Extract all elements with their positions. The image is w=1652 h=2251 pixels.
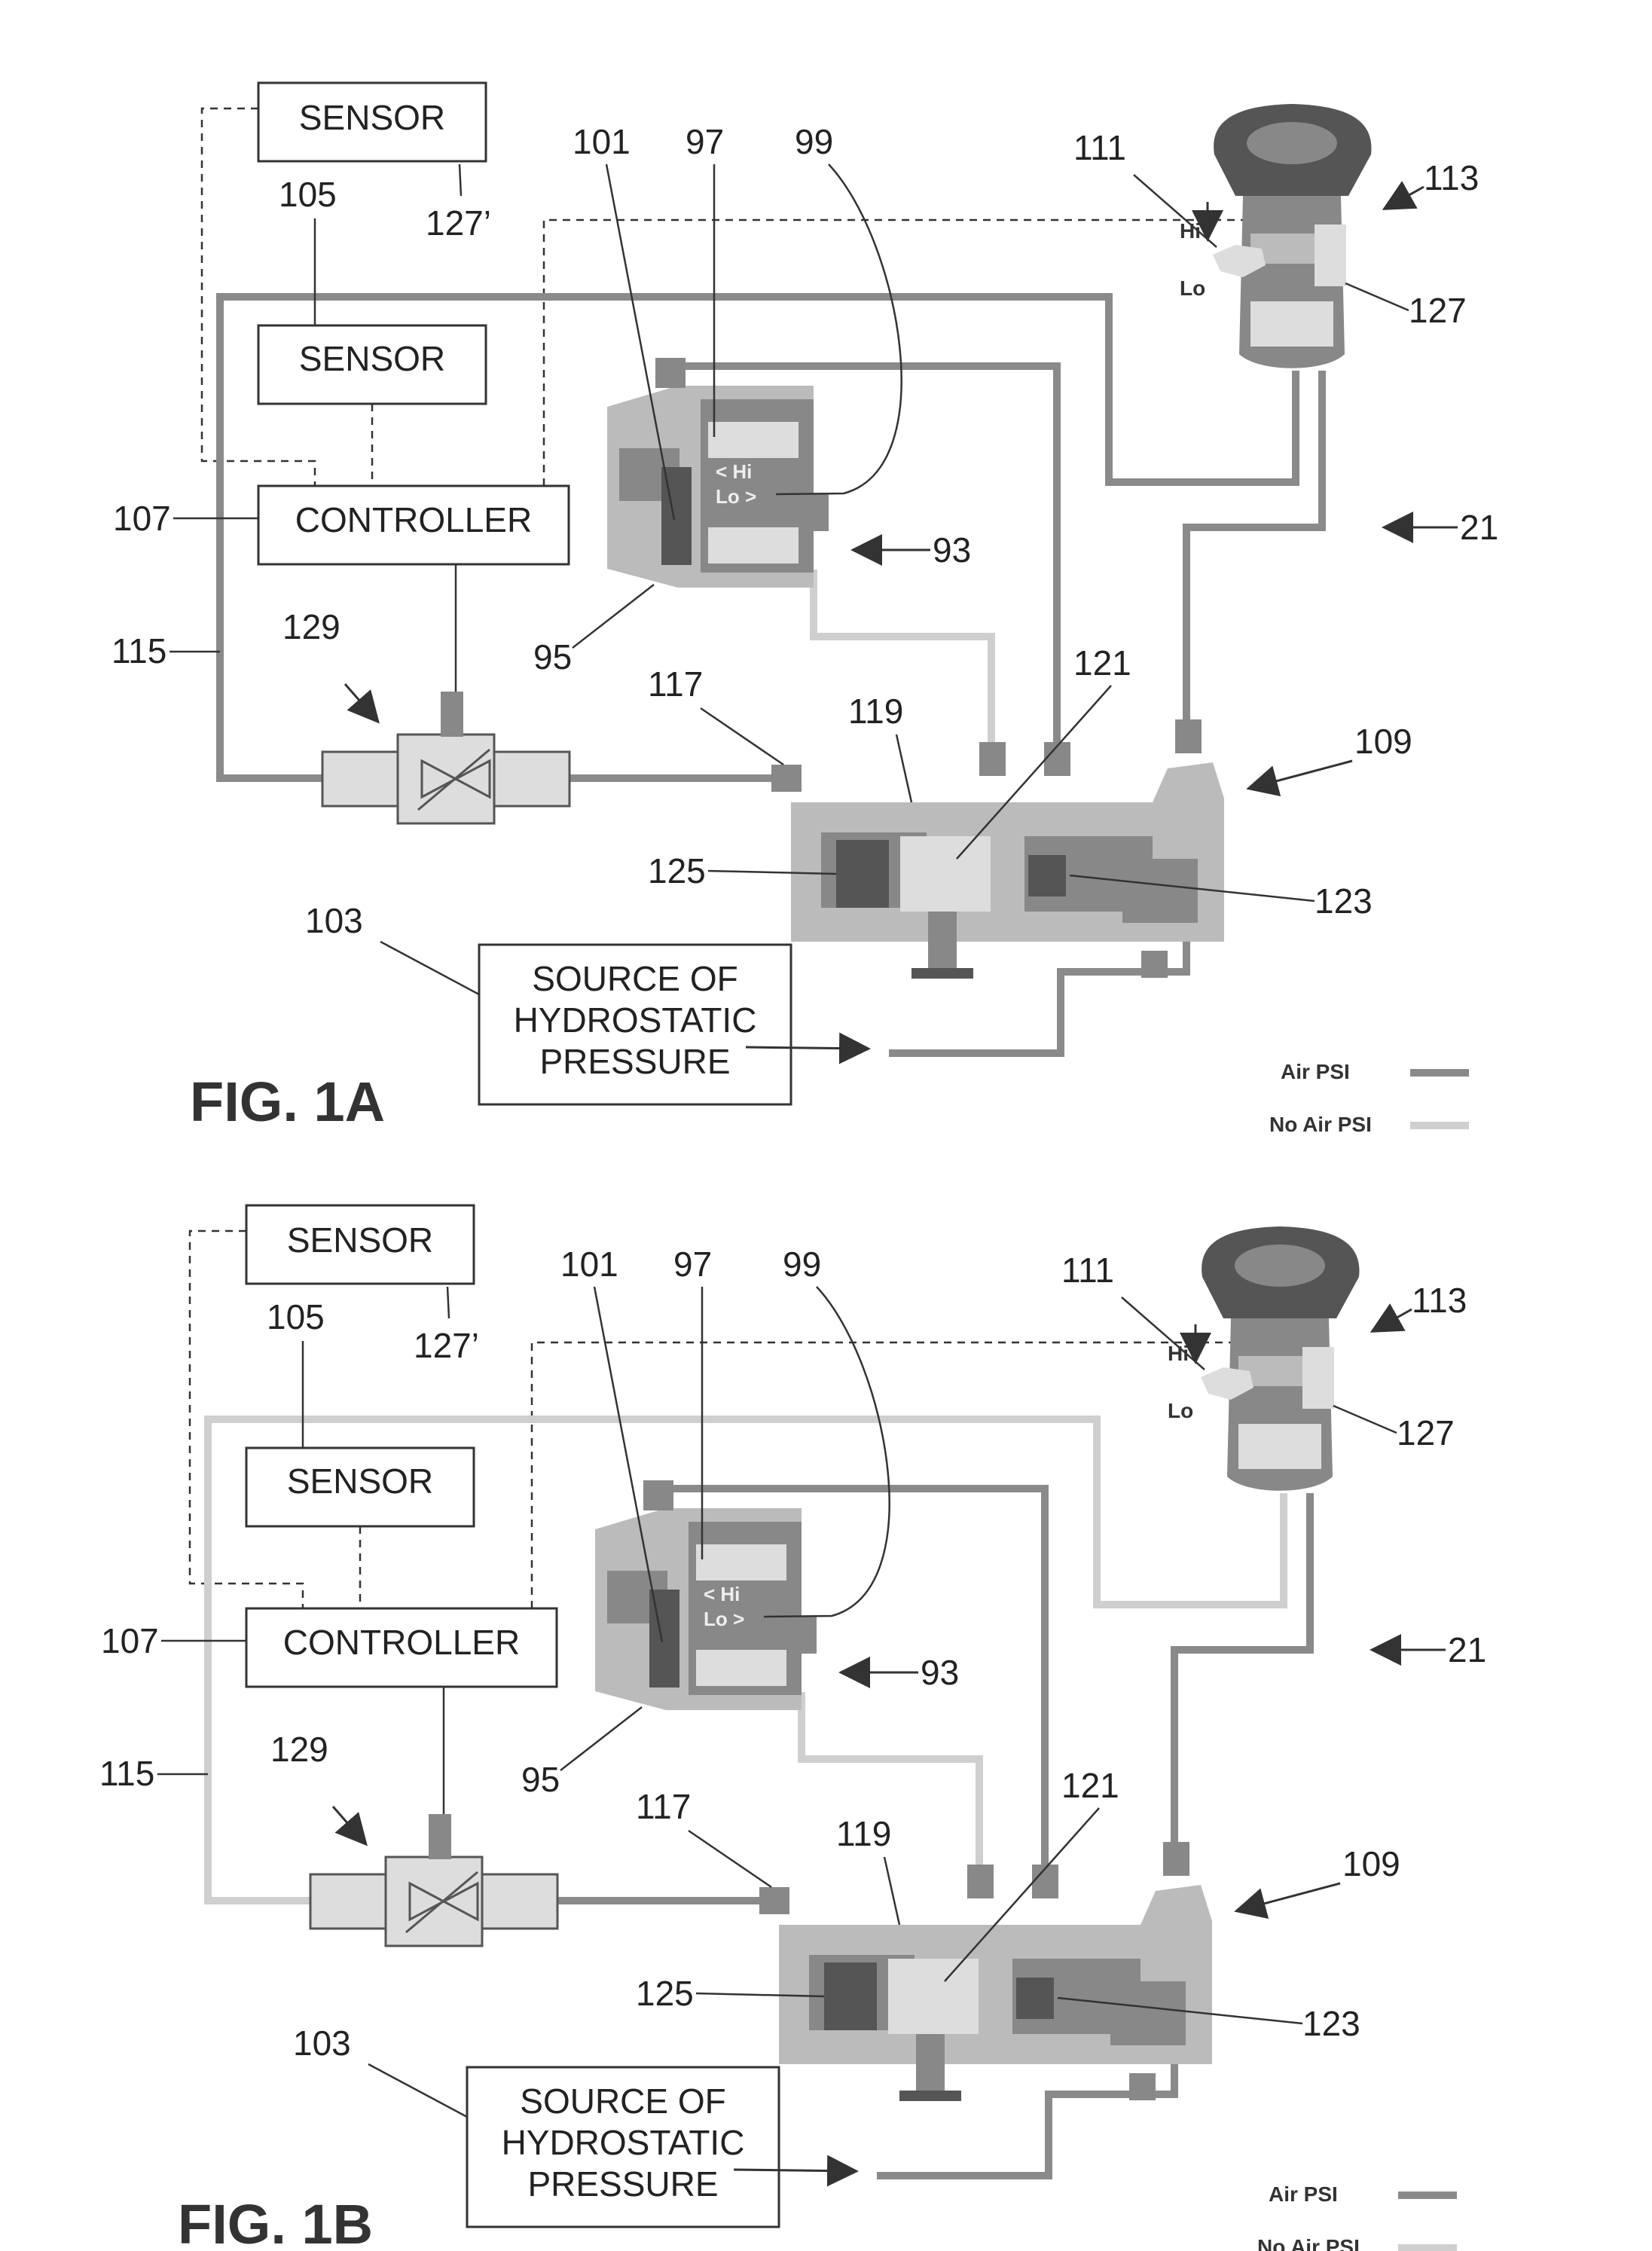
- ref-95: 95: [521, 1760, 560, 1799]
- source-line-2: HYDROSTATIC: [514, 1000, 757, 1040]
- valve-lo-label: Lo >: [716, 485, 756, 508]
- ref-129: 129: [270, 1730, 328, 1769]
- source-line-2: HYDROSTATIC: [502, 2123, 745, 2162]
- ref-95: 95: [533, 637, 572, 677]
- source-line-3: PRESSURE: [539, 1042, 730, 1081]
- ref-115: 115: [111, 631, 166, 670]
- controller-box: CONTROLLER: [257, 484, 570, 566]
- ref-103: 103: [293, 2023, 351, 2063]
- ref-125: 125: [636, 1974, 694, 2013]
- ref-99: 99: [783, 1245, 821, 1284]
- ref-123: 123: [1315, 881, 1373, 921]
- source-line-1: SOURCE OF: [532, 959, 737, 998]
- shift-knob: Hi Lo: [1168, 1226, 1360, 1491]
- valve-lo-label: Lo >: [704, 1608, 744, 1630]
- valve-hi-label: < Hi: [716, 460, 752, 483]
- ref-127p: 127’: [426, 203, 491, 243]
- shift-knob: Hi Lo: [1180, 104, 1372, 368]
- legend-air-label: Air PSI: [1281, 1060, 1350, 1083]
- ref-107: 107: [101, 1621, 159, 1660]
- hydrostatic-source-box: SOURCE OF HYDROSTATIC PRESSURE: [466, 2066, 780, 2228]
- ref-93: 93: [921, 1653, 959, 1692]
- ref-93: 93: [933, 530, 971, 570]
- ref-109: 109: [1354, 722, 1412, 761]
- reference-numerals: 127’ 105 101 97 99 111 113 127 107 93: [111, 122, 1498, 996]
- ref-127p: 127’: [414, 1326, 479, 1365]
- solenoid-valve-129: [309, 1806, 559, 1947]
- ref-21: 21: [1460, 508, 1498, 547]
- ref-119: 119: [848, 692, 903, 731]
- sensor-105-box: SENSOR: [245, 1446, 475, 1528]
- legend: Air PSI No Air PSI: [1257, 2182, 1457, 2251]
- ref-129: 129: [282, 607, 340, 646]
- ref-115: 115: [99, 1754, 154, 1793]
- valve-hi-label: < Hi: [704, 1583, 740, 1605]
- range-valve-93: < Hi Lo >: [607, 358, 829, 588]
- controller-label: CONTROLLER: [283, 1623, 520, 1662]
- figure-1a: SENSOR SENSOR CONTROLLER SOURCE OF HYDRO…: [111, 81, 1498, 1136]
- figure-title: FIG. 1B: [178, 2193, 373, 2251]
- ref-111: 111: [1061, 1251, 1114, 1290]
- actuator-109: [771, 719, 1224, 979]
- range-valve-93: < Hi Lo >: [595, 1480, 817, 1710]
- dash-lo-label: Lo: [1180, 276, 1205, 300]
- actuator-109: [759, 1842, 1212, 2101]
- ref-111: 111: [1073, 128, 1126, 167]
- ref-99: 99: [795, 122, 833, 161]
- ref-105: 105: [279, 175, 337, 214]
- ref-113: 113: [1424, 158, 1479, 197]
- signal-lines: [188, 1229, 1310, 1816]
- ref-101: 101: [573, 122, 631, 161]
- solenoid-valve-129: [321, 683, 571, 825]
- legend-noair-label: No Air PSI: [1257, 2235, 1360, 2251]
- ref-121: 121: [1061, 1766, 1119, 1805]
- ref-21: 21: [1448, 1630, 1486, 1669]
- sensor-127p-box: SENSOR: [257, 81, 487, 163]
- ref-109: 109: [1342, 1844, 1400, 1883]
- ref-125: 125: [648, 851, 706, 890]
- ref-123: 123: [1302, 2004, 1360, 2043]
- legend: Air PSI No Air PSI: [1269, 1060, 1469, 1136]
- ref-121: 121: [1073, 643, 1131, 683]
- sensor-top-label: SENSOR: [287, 1220, 433, 1260]
- sensor-mid-label: SENSOR: [287, 1461, 433, 1501]
- sensor-105-box: SENSOR: [257, 324, 487, 405]
- hydrostatic-source-box: SOURCE OF HYDROSTATIC PRESSURE: [478, 943, 792, 1106]
- ref-103: 103: [305, 901, 363, 940]
- ref-105: 105: [267, 1297, 325, 1336]
- figure-title: FIG. 1A: [190, 1071, 385, 1133]
- ref-127: 127: [1409, 291, 1467, 330]
- source-line-1: SOURCE OF: [520, 2081, 725, 2121]
- ref-97: 97: [686, 122, 724, 161]
- ref-101: 101: [560, 1245, 618, 1284]
- reference-numerals: 127’ 105 101 97 99 111 113 127 107 93: [99, 1245, 1486, 2118]
- source-line-3: PRESSURE: [527, 2164, 718, 2204]
- ref-97: 97: [673, 1245, 712, 1284]
- figure-1b: SENSOR SENSOR CONTROLLER SOURCE OF HYDRO…: [99, 1204, 1486, 2251]
- ref-113: 113: [1412, 1281, 1467, 1320]
- air-lines: [204, 1416, 1314, 2179]
- ref-127: 127: [1397, 1413, 1455, 1452]
- air-lines: [216, 293, 1326, 1057]
- legend-noair-label: No Air PSI: [1269, 1113, 1372, 1136]
- sensor-mid-label: SENSOR: [299, 339, 445, 378]
- ref-117: 117: [648, 664, 703, 704]
- signal-lines: [200, 107, 1322, 693]
- sensor-top-label: SENSOR: [299, 98, 445, 137]
- sensor-127p-box: SENSOR: [245, 1204, 475, 1285]
- controller-label: CONTROLLER: [295, 500, 532, 539]
- ref-117: 117: [636, 1787, 691, 1826]
- ref-107: 107: [113, 499, 171, 538]
- ref-119: 119: [836, 1814, 891, 1853]
- controller-box: CONTROLLER: [245, 1607, 558, 1688]
- legend-air-label: Air PSI: [1269, 2182, 1338, 2206]
- dash-lo-label: Lo: [1168, 1399, 1193, 1422]
